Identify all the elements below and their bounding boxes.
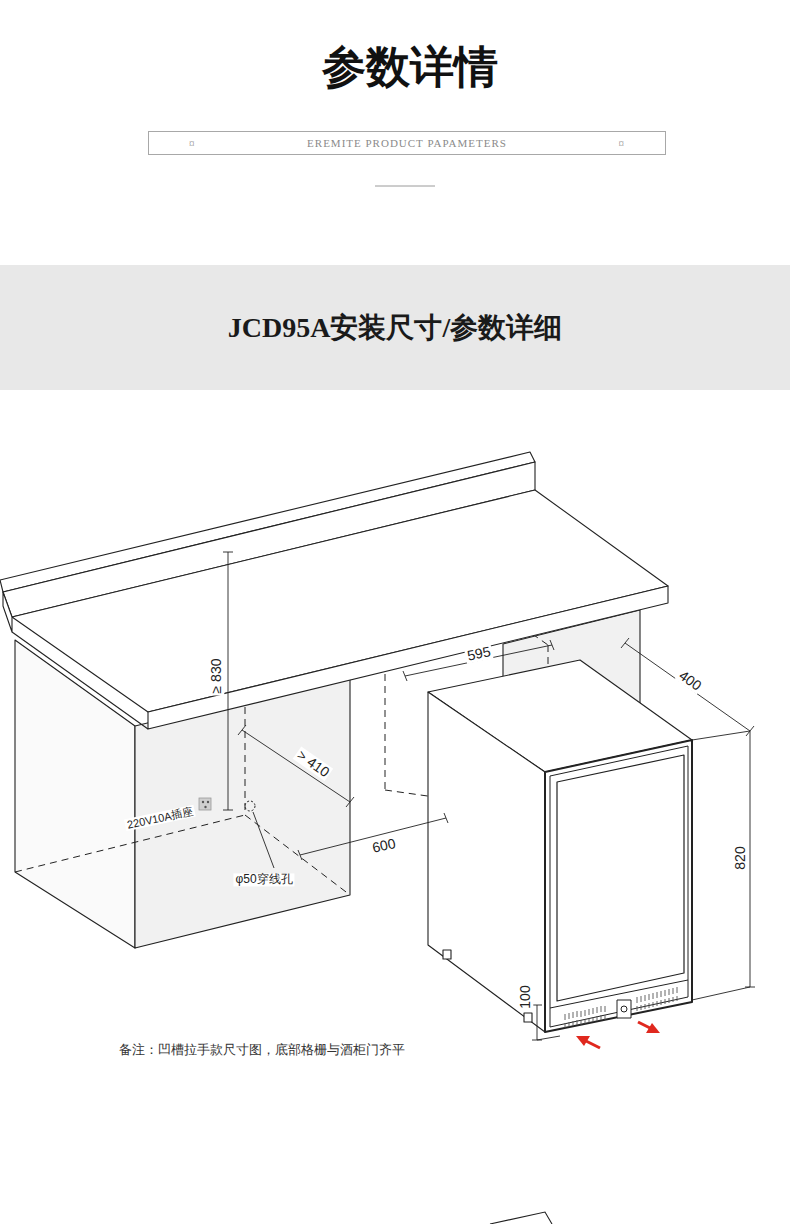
- socket-and-hole: [199, 798, 274, 868]
- subtitle-text: EREMITE PRODUCT PAPAMETERS: [307, 137, 507, 149]
- dimension-lines: [223, 552, 755, 1040]
- page-title: 参数详情: [322, 38, 498, 97]
- section-band: JCD95A安装尺寸/参数详细: [0, 265, 790, 390]
- dimension-depth: 400: [674, 667, 705, 695]
- subtitle-box: ¤ EREMITE PRODUCT PAPAMETERS ¤: [148, 131, 666, 155]
- dimension-height: ≥ 830: [209, 657, 224, 696]
- dimension-height: 820: [733, 844, 748, 871]
- ornament: ¤: [189, 137, 196, 149]
- cable-hole-label: φ50穿线孔: [233, 873, 294, 886]
- dimension-width-min: 600: [369, 836, 399, 857]
- divider-line: [375, 186, 435, 187]
- airflow-arrows: [576, 1022, 660, 1048]
- dimension-width: 595: [464, 644, 494, 665]
- note-caption: 备注：凹槽拉手款尺寸图，底部格栅与酒柜门齐平: [119, 1041, 405, 1059]
- next-figure-edge: [490, 1212, 552, 1224]
- grille: [565, 987, 677, 1028]
- wine-cooler: [428, 660, 692, 1032]
- dimension-base: 100: [518, 983, 533, 1010]
- section-heading: JCD95A安装尺寸/参数详细: [228, 309, 562, 347]
- ornament: ¤: [619, 137, 626, 149]
